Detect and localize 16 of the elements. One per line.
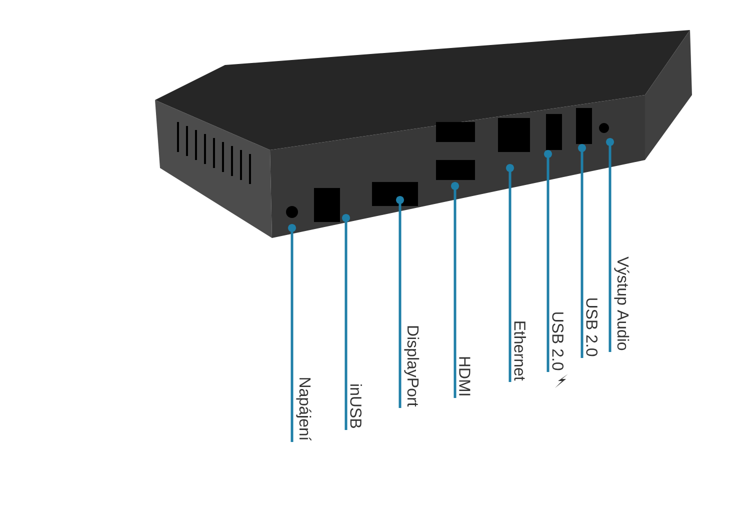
leader-line: [396, 196, 404, 408]
port-label: USB 2.0: [586, 298, 598, 356]
leader-line: [544, 150, 552, 372]
port-label: Ethernet: [514, 322, 526, 381]
leader-line: [506, 164, 514, 382]
port-label: inUSB: [350, 384, 362, 428]
leader-line: [342, 214, 350, 430]
port-label: USB 2.0: [552, 312, 564, 370]
port-label: Výstup Audio: [614, 256, 630, 350]
port-label: DisplayPort: [404, 326, 420, 407]
port-label: HDMI: [459, 357, 470, 396]
leader-line: [606, 138, 614, 352]
port-label: Napájení: [296, 378, 312, 441]
leader-line: [578, 144, 586, 358]
leader-line: [288, 224, 296, 442]
leader-line: [451, 182, 459, 398]
